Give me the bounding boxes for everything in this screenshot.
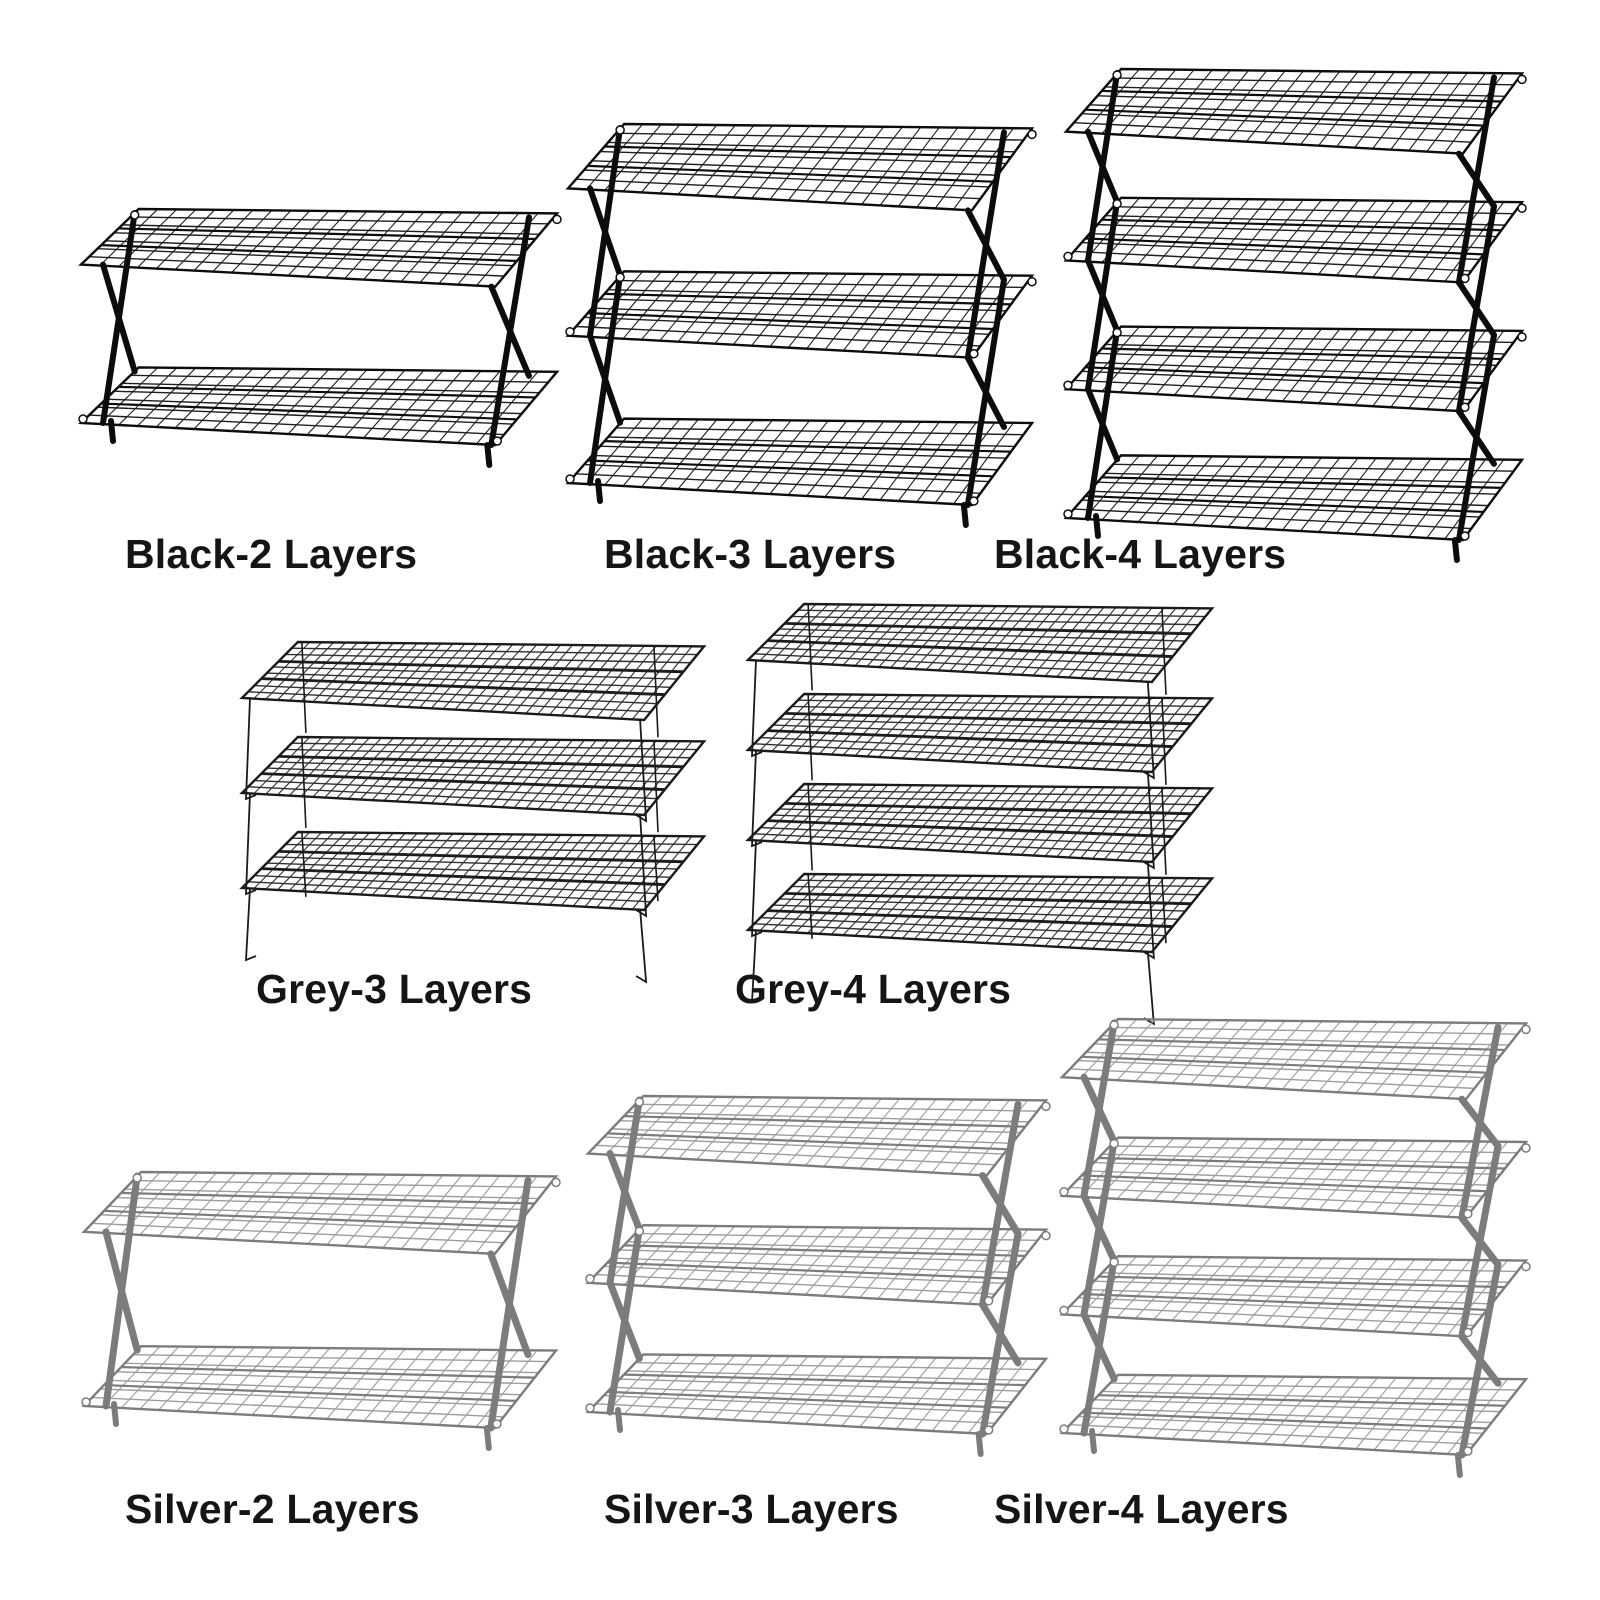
rack-frame — [585, 1096, 1051, 1457]
rack-shelf — [745, 872, 1215, 954]
rack-shelf — [1063, 325, 1525, 413]
black-2-layer-rack-icon[interactable] — [75, 205, 565, 468]
rack-shelf — [1063, 454, 1525, 542]
rack-shelf — [78, 207, 560, 288]
rack-shelf — [1059, 1373, 1529, 1457]
rack-shelf — [81, 1170, 559, 1256]
silver-4-layer-rack-icon[interactable] — [1056, 1015, 1534, 1478]
rack-frame — [245, 641, 659, 984]
variant-label-black-3: Black-3 Layers — [604, 531, 897, 577]
rack-shelf — [1059, 1136, 1529, 1220]
rack-shelf — [745, 602, 1215, 684]
rack-shelf — [239, 640, 707, 722]
rack-shelf — [239, 830, 707, 912]
rack-shelf — [565, 417, 1035, 507]
variant-label-grey-4: Grey-4 Layers — [735, 966, 1012, 1012]
rack-shelf — [745, 782, 1215, 864]
variant-label-silver-3: Silver-3 Layers — [604, 1486, 899, 1532]
rack-frame — [1063, 70, 1527, 563]
rack-frame — [565, 125, 1037, 528]
rack-shelf — [1063, 67, 1525, 155]
grey-4-layer-rack-icon[interactable] — [742, 600, 1220, 1026]
grey-3-layer-rack-icon[interactable] — [236, 638, 712, 984]
rack-shelf — [81, 1344, 559, 1430]
rack-shelf — [585, 1094, 1049, 1177]
rack-shelf — [1063, 196, 1525, 284]
rack-frame — [81, 1172, 561, 1451]
rack-shelf — [585, 1224, 1049, 1307]
variant-label-silver-2: Silver-2 Layers — [125, 1486, 420, 1532]
rack-shelf — [565, 122, 1035, 212]
black-3-layer-rack-icon[interactable] — [562, 120, 1040, 528]
rack-shelf — [78, 366, 560, 447]
rack-shelf — [745, 692, 1215, 774]
variant-label-black-2: Black-2 Layers — [125, 531, 418, 577]
rack-shelf — [585, 1353, 1049, 1436]
black-4-layer-rack-icon[interactable] — [1060, 65, 1530, 563]
silver-2-layer-rack-icon[interactable] — [78, 1168, 564, 1451]
rack-shelf — [1059, 1254, 1529, 1338]
silver-3-layer-rack-icon[interactable] — [582, 1092, 1054, 1457]
rack-shelf — [239, 735, 707, 817]
variant-label-grey-3: Grey-3 Layers — [256, 966, 533, 1012]
rack-shelf — [1059, 1017, 1529, 1101]
rack-frame — [78, 210, 562, 468]
variant-label-silver-4: Silver-4 Layers — [994, 1486, 1289, 1532]
variant-label-black-4: Black-4 Layers — [994, 531, 1287, 577]
rack-shelf — [565, 270, 1035, 359]
rack-frame — [1059, 1019, 1531, 1478]
